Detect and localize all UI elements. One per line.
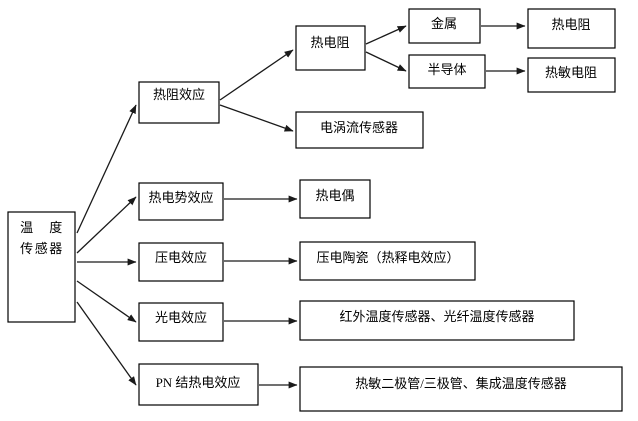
root-box — [7, 211, 76, 323]
semiconductor-sensors-label: 热敏二极管/三极管、集成温度传感器 — [355, 376, 567, 391]
node-thermocouple[interactable]: 热电偶 — [299, 179, 371, 219]
photoelectric-effect-label: 光电效应 — [155, 310, 207, 325]
semiconductor-sensors-box — [299, 366, 623, 412]
edge-thermal-resistance-effect-to-thermal-resistor — [219, 49, 294, 101]
metal-label: 金属 — [431, 16, 457, 31]
semiconductor-box — [408, 54, 486, 89]
node-piezo-ceramic[interactable]: 压电陶瓷（热释电效应） — [299, 241, 476, 281]
edge-root-to-pn-junction-effect — [76, 301, 137, 386]
thermal-resistor-box — [295, 25, 366, 71]
thermocouple-label: 热电偶 — [315, 188, 354, 203]
edge-thermal-resistor-to-metal — [365, 25, 407, 45]
optical-temp-sensors-box — [299, 300, 575, 341]
root-label-line-1: 温 度 — [20, 220, 64, 235]
node-photoelectric-effect[interactable]: 光电效应 — [138, 302, 224, 342]
node-thermal-resistor[interactable]: 热电阻 — [295, 25, 366, 71]
edge-root-to-thermal-resistance-effect — [76, 104, 137, 234]
thermoelectric-effect-label: 热电势效应 — [148, 190, 213, 205]
eddy-current-sensor-box — [295, 111, 424, 149]
edge-thermal-resistor-to-semiconductor — [365, 51, 407, 72]
edge-thermal-resistance-effect-to-eddy-current-sensor — [219, 104, 294, 132]
piezo-ceramic-label: 压电陶瓷（热释电效应） — [316, 250, 459, 265]
node-temperature-sensor-root[interactable]: 温 度 传感器 — [7, 211, 76, 323]
connector-layer — [76, 22, 526, 389]
thermocouple-box — [299, 179, 371, 219]
node-thermoelectric-effect[interactable]: 热电势效应 — [138, 182, 224, 221]
node-optical-temp-sensors[interactable]: 红外温度传感器、光纤温度传感器 — [299, 300, 575, 341]
piezo-ceramic-box — [299, 241, 476, 281]
node-thermistor[interactable]: 热敏电阻 — [527, 57, 616, 93]
piezoelectric-effect-label: 压电效应 — [155, 250, 207, 265]
thermistor-label: 热敏电阻 — [545, 65, 597, 80]
node-thermal-resistance-effect[interactable]: 热阻效应 — [138, 81, 220, 124]
node-eddy-current-sensor[interactable]: 电涡流传感器 — [295, 111, 424, 149]
thermal-resistance-effect-box — [138, 81, 220, 124]
node-semiconductor-sensors[interactable]: 热敏二极管/三极管、集成温度传感器 — [299, 366, 623, 412]
node-metal[interactable]: 金属 — [408, 8, 481, 44]
photoelectric-effect-box — [138, 302, 224, 342]
root-label-line-2: 传感器 — [20, 241, 64, 256]
pn-junction-effect-label: PN 结热电效应 — [156, 375, 241, 390]
rtd-label: 热电阻 — [551, 17, 590, 32]
node-semiconductor[interactable]: 半导体 — [408, 54, 486, 89]
thermistor-box — [527, 57, 616, 93]
pn-junction-effect-box — [138, 363, 259, 406]
metal-box — [408, 8, 481, 44]
node-pn-junction-effect[interactable]: PN 结热电效应 — [138, 363, 259, 406]
semiconductor-label: 半导体 — [427, 62, 466, 77]
thermoelectric-effect-box — [138, 182, 224, 221]
rtd-box — [527, 8, 616, 49]
eddy-current-sensor-label: 电涡流传感器 — [320, 120, 398, 135]
node-piezoelectric-effect[interactable]: 压电效应 — [138, 242, 224, 282]
node-rtd[interactable]: 热电阻 — [527, 8, 616, 49]
thermal-resistance-effect-label: 热阻效应 — [153, 87, 205, 102]
thermal-resistor-label: 热电阻 — [310, 35, 349, 50]
edge-root-to-photoelectric-effect — [76, 280, 137, 323]
edge-root-to-thermoelectric-effect — [76, 196, 137, 254]
piezoelectric-effect-box — [138, 242, 224, 282]
optical-temp-sensors-label: 红外温度传感器、光纤温度传感器 — [339, 309, 534, 324]
